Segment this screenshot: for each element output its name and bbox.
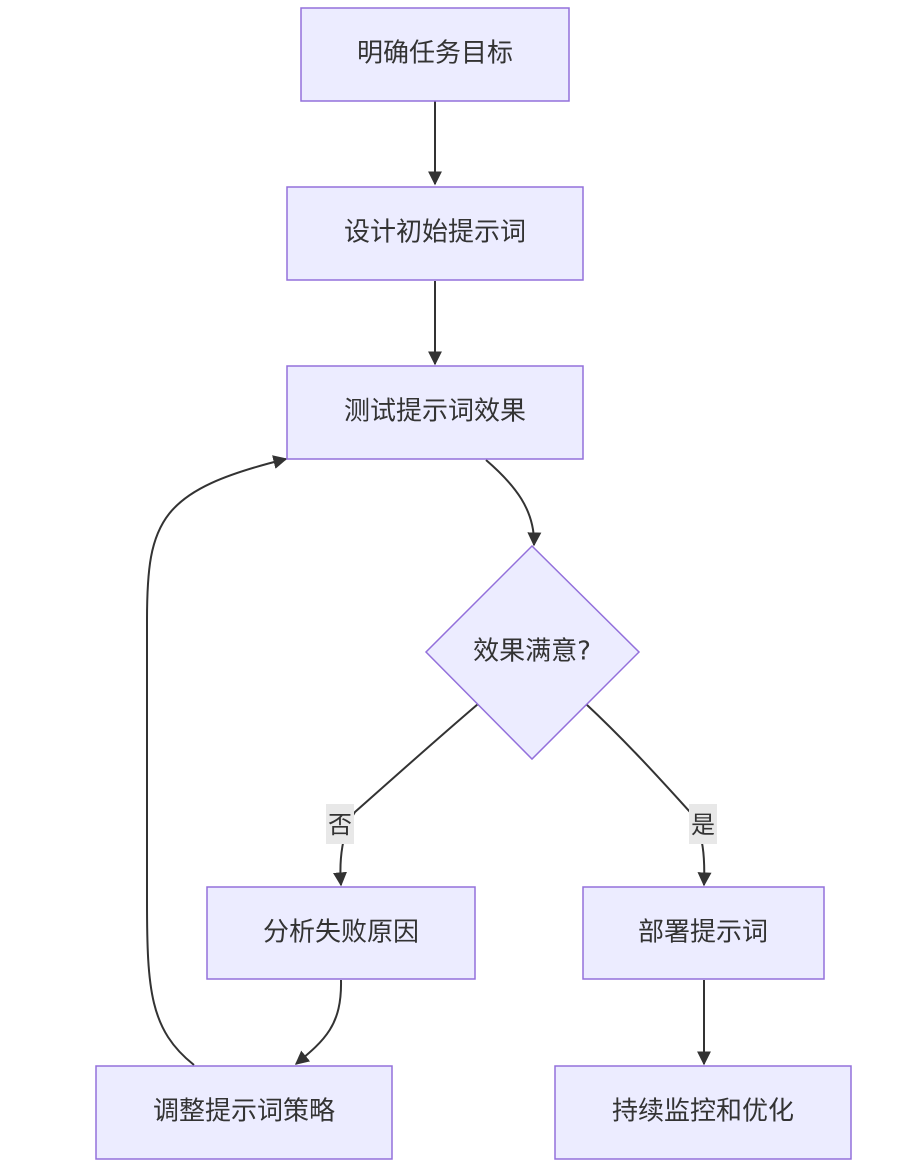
node-define-goal: 明确任务目标: [300, 7, 570, 102]
svg-text:调整提示词策略: 调整提示词策略: [153, 1097, 335, 1127]
node-design-prompt: 设计初始提示词: [286, 186, 584, 281]
svg-text:效果满意?: 效果满意?: [473, 637, 591, 667]
edge-test-to-decision: [485, 459, 542, 547]
node-analyze-failure: 分析失败原因: [206, 886, 476, 980]
svg-text:是: 是: [691, 811, 715, 839]
edge-adjust-to-test: [146, 455, 288, 1066]
svg-text:否: 否: [328, 811, 352, 839]
node-test-prompt: 测试提示词效果: [286, 365, 584, 460]
edges: [146, 101, 712, 1066]
svg-text:分析失败原因: 分析失败原因: [263, 918, 419, 948]
node-monitor-optimize: 持续监控和优化: [554, 1065, 852, 1160]
edge-label-no: 否: [326, 804, 354, 844]
node-adjust-strategy: 调整提示词策略: [95, 1065, 393, 1160]
edge-decision-no: [333, 703, 479, 887]
svg-text:设计初始提示词: 设计初始提示词: [344, 218, 526, 248]
edge-analyze-to-adjust: [294, 979, 343, 1065]
svg-text:持续监控和优化: 持续监控和优化: [612, 1097, 794, 1127]
svg-text:明确任务目标: 明确任务目标: [357, 39, 513, 69]
edge-label-yes: 是: [689, 804, 717, 844]
node-deploy-prompt: 部署提示词: [582, 886, 825, 980]
node-satisfied-decision: 效果满意?: [424, 544, 641, 761]
svg-text:测试提示词效果: 测试提示词效果: [344, 397, 526, 427]
svg-text:部署提示词: 部署提示词: [638, 918, 768, 948]
edge-decision-yes: [585, 703, 712, 887]
